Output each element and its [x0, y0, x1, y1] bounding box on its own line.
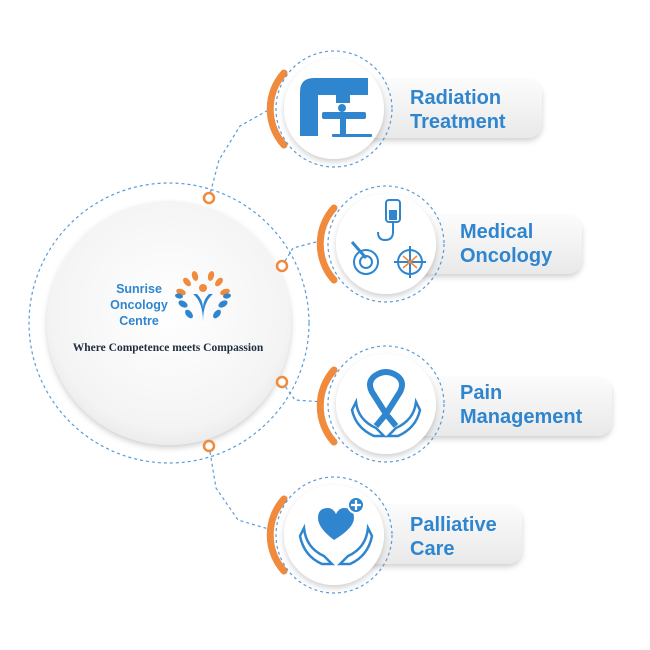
service-radiation — [266, 50, 542, 168]
tagline: Where Competence meets Compassion — [72, 342, 264, 354]
service-label-palliative: Palliative Care — [410, 513, 497, 561]
orange-accent-arc — [316, 366, 338, 446]
connector-pain — [281, 381, 324, 403]
service-label-line: Palliative — [410, 514, 497, 536]
ribbon-hands-icon — [350, 369, 422, 438]
brand-line: Centre — [119, 314, 159, 328]
dot-radiation — [202, 191, 216, 205]
service-label-line: Care — [410, 538, 455, 560]
brand-line: Sunrise — [116, 282, 162, 296]
service-label-line: Pain — [460, 382, 503, 404]
orange-accent-arc — [266, 69, 288, 149]
service-label-line: Oncology — [460, 245, 553, 267]
center-circle — [28, 182, 310, 464]
dot-pain — [275, 375, 289, 389]
service-pain — [316, 345, 612, 463]
heart-hands-icon — [298, 496, 374, 566]
iv-drip-target-icon — [350, 199, 426, 278]
orange-accent-arc — [266, 495, 288, 575]
label-pill-radiation — [350, 80, 542, 138]
service-label-medical: Medical Oncology — [460, 220, 552, 268]
label-pill-pain — [402, 378, 612, 436]
service-medical — [316, 185, 582, 303]
label-pill-medical — [402, 216, 582, 274]
connector-lines — [208, 107, 324, 531]
brand-line: Oncology — [110, 298, 168, 312]
connector-medical — [281, 240, 321, 267]
service-label-line: Treatment — [410, 111, 506, 133]
dot-medical — [275, 259, 289, 273]
label-pill-palliative — [350, 506, 522, 564]
brand-name: Sunrise Oncology Centre — [98, 281, 180, 329]
service-label-radiation: Radiation Treatment — [410, 86, 506, 134]
service-label-line: Medical — [460, 221, 534, 243]
service-label-line: Management — [460, 406, 583, 428]
radiation-machine-icon — [300, 78, 372, 137]
service-label-pain: Pain Management — [460, 381, 582, 429]
service-label-line: Radiation — [410, 87, 502, 109]
dot-palliative — [202, 439, 216, 453]
connector-radiation — [208, 107, 273, 199]
logo-tree-icon — [175, 271, 231, 322]
orange-accent-arc — [316, 204, 338, 284]
connector-dots — [202, 191, 289, 453]
connector-palliative — [208, 445, 273, 531]
service-palliative — [266, 476, 522, 594]
